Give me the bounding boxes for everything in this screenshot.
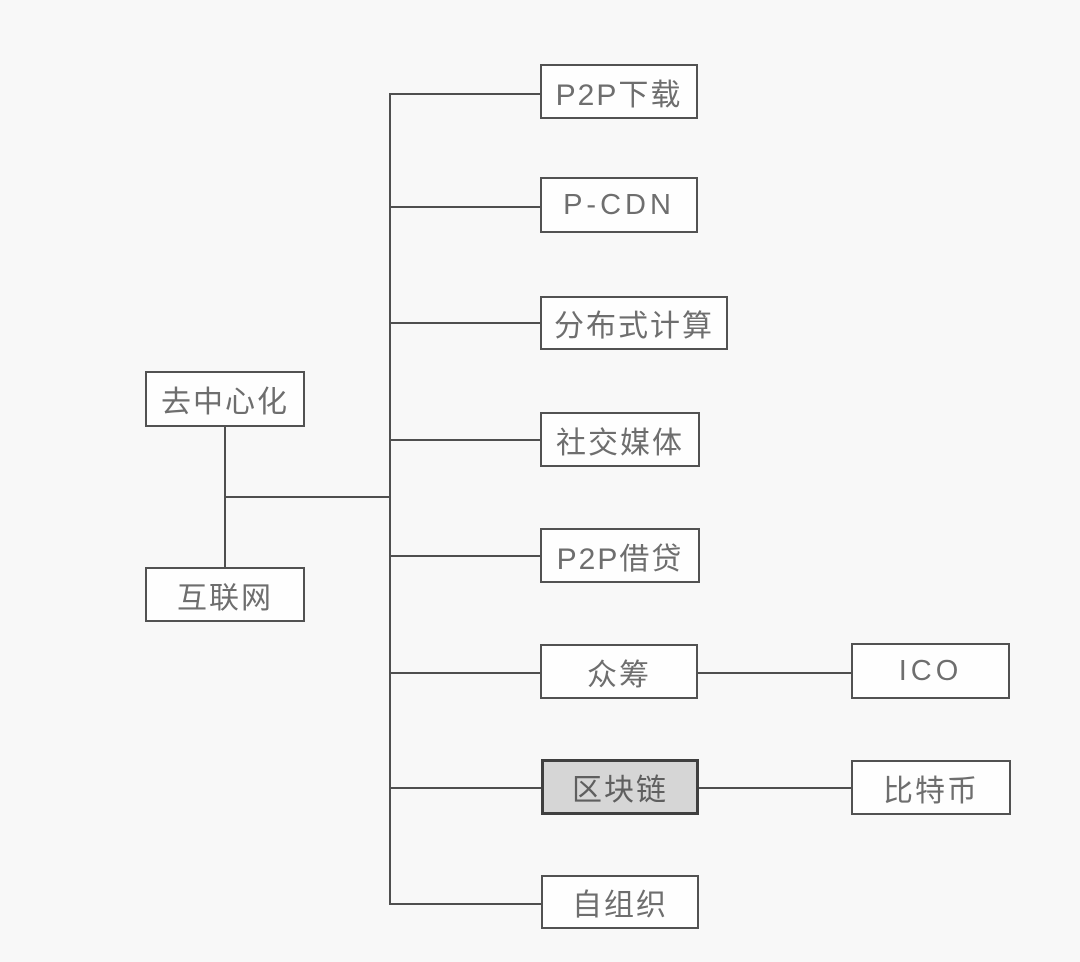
node-distributed-computing[interactable]: 分布式计算: [540, 296, 728, 350]
branch-line-social-media: [389, 439, 540, 441]
node-social-media[interactable]: 社交媒体: [540, 412, 700, 467]
branch-line-p2p-download: [389, 93, 540, 95]
branch-line-p-cdn: [389, 206, 540, 208]
connector-crowdfunding-ico: [698, 672, 851, 674]
branch-line-crowdfunding: [389, 672, 540, 674]
branch-line-blockchain: [389, 787, 541, 789]
trunk-line: [389, 93, 391, 905]
node-p2p-download[interactable]: P2P下载: [540, 64, 698, 119]
branch-line-p2p-lending: [389, 555, 540, 557]
node-self-organization[interactable]: 自组织: [541, 875, 699, 929]
connector-blockchain-bitcoin: [699, 787, 851, 789]
branch-line-distributed-computing: [389, 322, 540, 324]
node-p2p-lending[interactable]: P2P借贷: [540, 528, 700, 583]
node-decentralization[interactable]: 去中心化: [145, 371, 305, 427]
node-blockchain[interactable]: 区块链: [541, 759, 699, 815]
node-bitcoin[interactable]: 比特币: [851, 760, 1011, 815]
branch-line-self-organization: [389, 903, 541, 905]
node-p-cdn[interactable]: P-CDN: [540, 177, 698, 233]
node-ico[interactable]: ICO: [851, 643, 1010, 699]
connector-left-to-trunk: [224, 496, 391, 498]
node-crowdfunding[interactable]: 众筹: [540, 644, 698, 699]
node-internet[interactable]: 互联网: [145, 567, 305, 622]
